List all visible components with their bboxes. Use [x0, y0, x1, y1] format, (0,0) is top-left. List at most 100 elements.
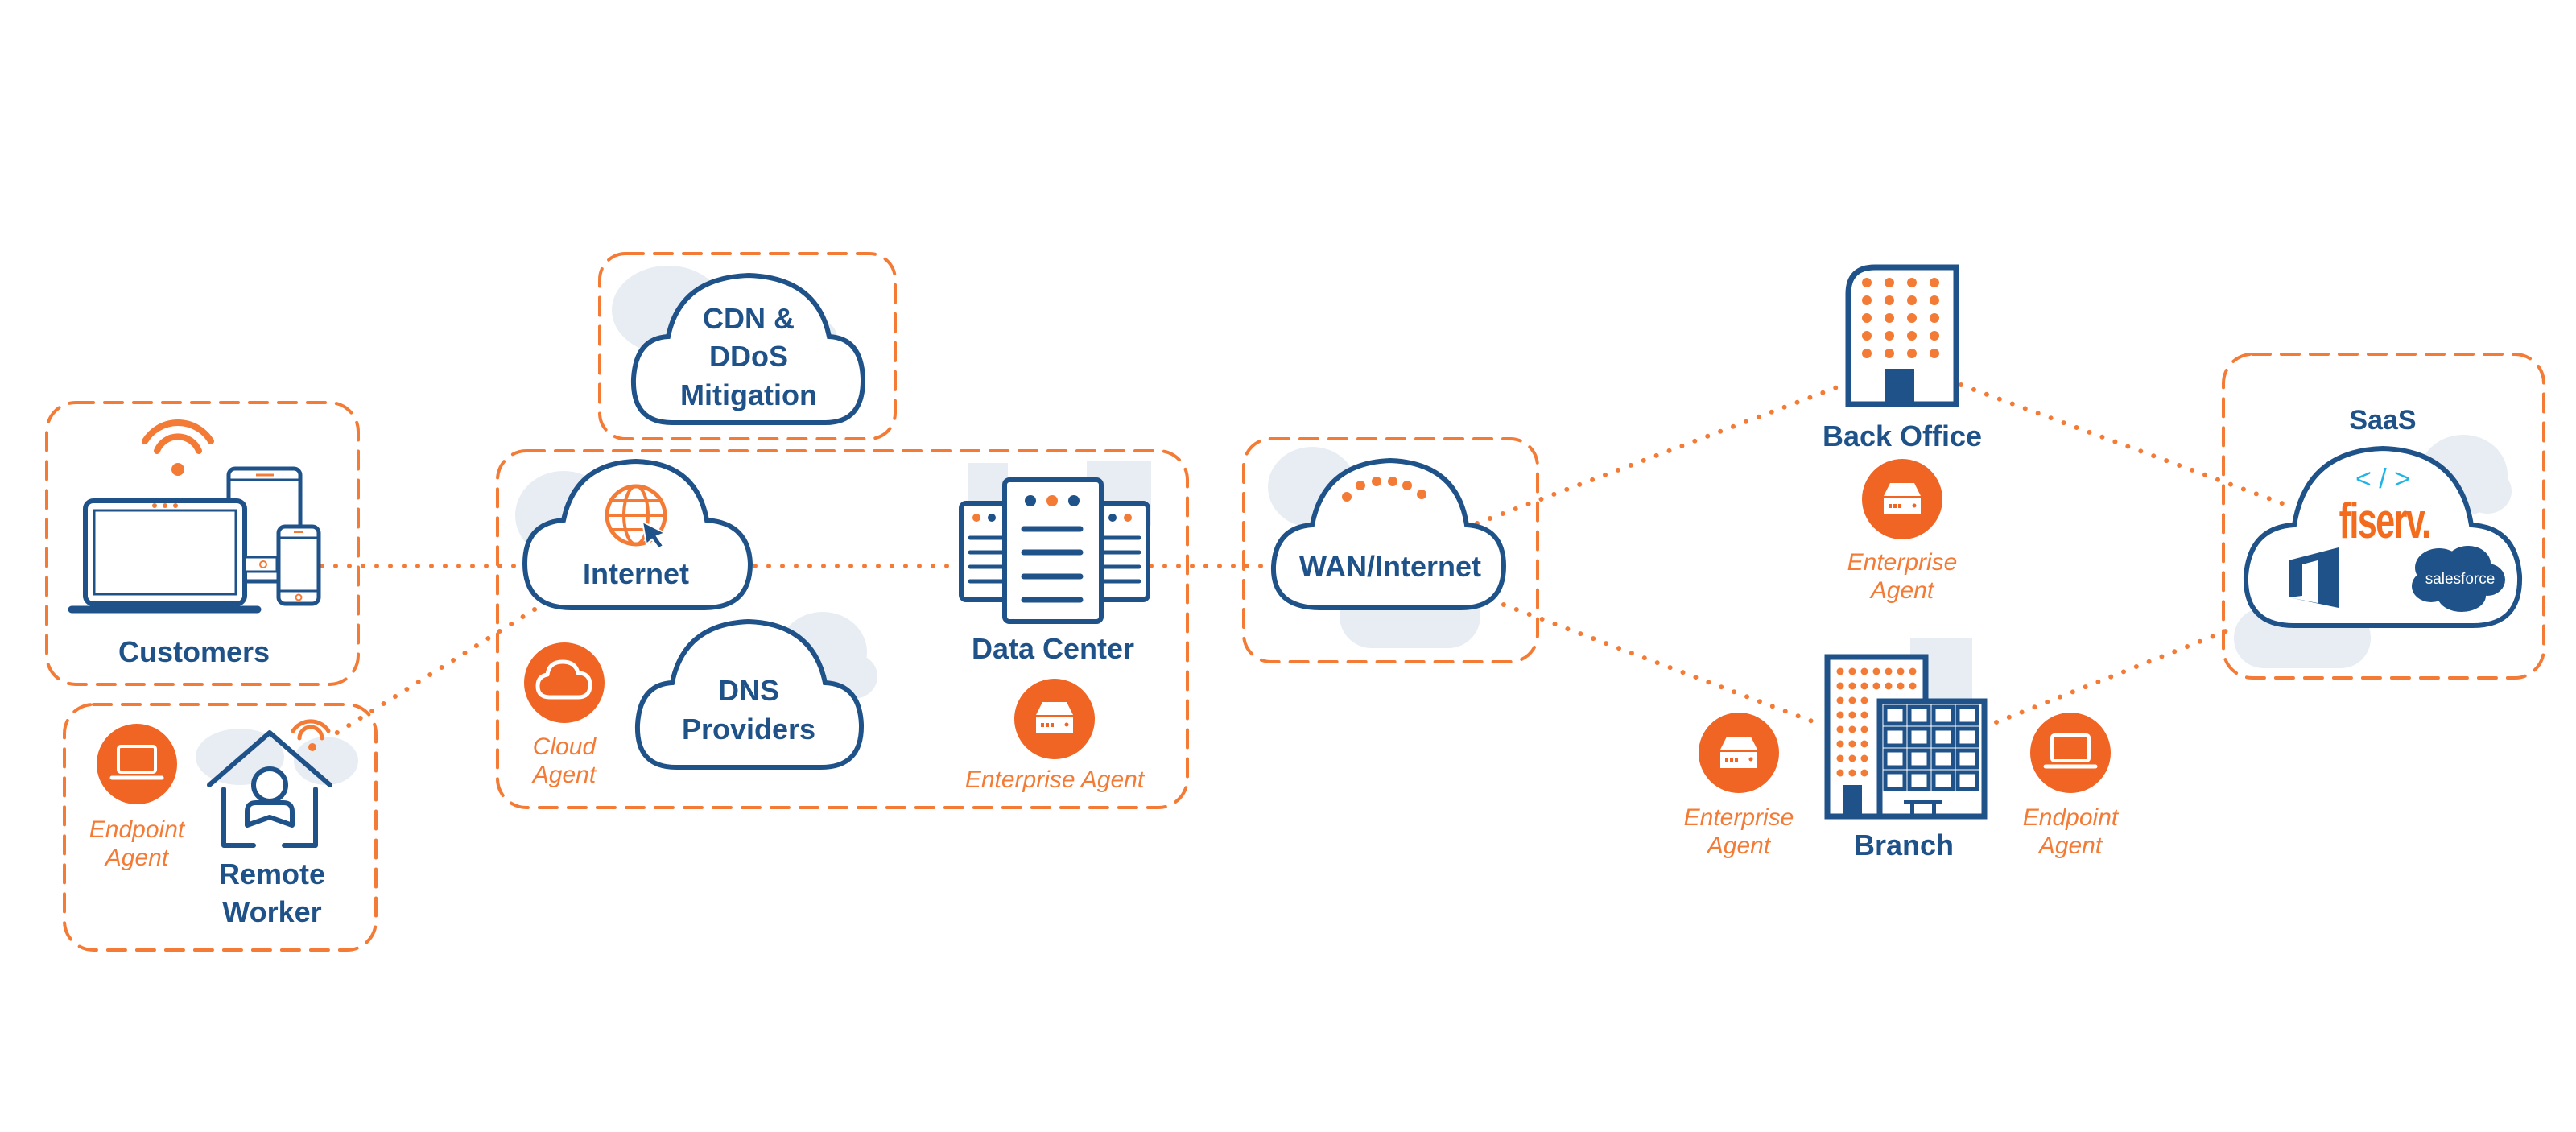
wan-group-box [1242, 437, 1539, 663]
endpoint-agent-branch[interactable]: Endpoint Agent [2023, 713, 2120, 859]
window-dot [1885, 667, 1893, 675]
office-logo-icon [2289, 547, 2339, 608]
window-dot [1862, 313, 1872, 323]
window-pane [1907, 704, 1931, 726]
wan-node[interactable]: WAN/Internet [1268, 447, 1507, 648]
globe-cursor-icon [605, 484, 667, 550]
connector-remote-worker-internet [312, 603, 543, 750]
dns-label-line1: DNS [718, 674, 779, 707]
window-dot [1872, 667, 1880, 675]
window-dot [1860, 725, 1868, 733]
data-center-node[interactable]: Data Center [959, 461, 1151, 665]
window-dot [1860, 754, 1868, 762]
cloud-agent[interactable]: Cloud Agent [524, 642, 605, 788]
cloud-icon [630, 272, 866, 425]
agent-badge [97, 724, 177, 804]
server-rack-icon [959, 477, 1150, 624]
window-pane [1931, 748, 1955, 770]
wifi-icon [142, 419, 214, 476]
window-pane [1883, 770, 1907, 791]
enterprise-agent-datacenter[interactable]: Enterprise Agent [965, 679, 1146, 793]
window-dot [1930, 349, 1939, 358]
laptop-icon [109, 745, 164, 780]
window-dot [1848, 696, 1856, 704]
window-dot [1907, 295, 1917, 305]
endpoint-agent-label-line2: Agent [104, 845, 170, 871]
saas-group-box [2222, 353, 2545, 680]
endpoint-agent-label-line1: Endpoint [2023, 804, 2120, 831]
window-dot [1885, 295, 1894, 305]
window-pane [1931, 770, 1955, 791]
office-building-icon [1845, 264, 1959, 407]
window-pane [1883, 704, 1907, 726]
window-pane [1907, 748, 1931, 770]
connectors [312, 382, 2295, 750]
window-dot [1885, 331, 1894, 341]
window-dot [1930, 331, 1939, 341]
window-dot [1836, 754, 1844, 762]
enterprise-agent-label-line2: Agent [1706, 832, 1772, 859]
window-dot [1862, 295, 1872, 305]
cdn-node[interactable]: CDN & DDoS Mitigation [612, 266, 866, 425]
window-pane [1955, 726, 1979, 748]
window-dots [1836, 667, 1917, 777]
window-dot [1836, 667, 1844, 675]
window-pane [1907, 770, 1931, 791]
window-pane [1931, 726, 1955, 748]
window-dot [1907, 349, 1917, 358]
connector-wan-backoffice [1475, 382, 1846, 526]
wan-label: WAN/Internet [1299, 550, 1481, 583]
saas-node[interactable]: SaaS < / > fiserv. salesforce [2234, 405, 2523, 668]
code-icon: < / > [2355, 464, 2410, 494]
enterprise-agent-branch[interactable]: Enterprise Agent [1684, 713, 1794, 859]
enterprise-agent-label: Enterprise Agent [965, 766, 1146, 793]
window-dot [1909, 682, 1917, 690]
branch-node[interactable]: Branch [1824, 638, 1988, 861]
window-dot [1860, 769, 1868, 777]
remote-worker-node[interactable]: Remote Worker [196, 719, 358, 928]
customers-node[interactable]: Customers [68, 419, 321, 668]
connector-wan-branch [1488, 597, 1823, 727]
back-office-node[interactable]: Back Office [1823, 264, 1982, 452]
window-pane [1955, 770, 1979, 791]
cdn-label-line1: CDN & [703, 302, 795, 335]
remote-worker-label-line1: Remote [219, 857, 325, 890]
window-dot [1848, 740, 1856, 748]
cloud-icon [535, 659, 592, 700]
dns-label-line2: Providers [682, 713, 815, 746]
window-dot [1930, 278, 1939, 287]
customers-label: Customers [118, 635, 270, 668]
window-dot [1907, 313, 1917, 323]
window-dot [1848, 711, 1856, 719]
window-dot [1836, 696, 1844, 704]
window-dot [1836, 725, 1844, 733]
window-dot [1885, 278, 1894, 287]
cdn-label-line2: DDoS [709, 340, 788, 373]
window-dot [1836, 740, 1844, 748]
window-dot [1836, 682, 1844, 690]
enterprise-agent-label-line1: Enterprise [1684, 804, 1794, 831]
endpoint-agent-remote[interactable]: Endpoint Agent [89, 724, 186, 871]
branch-label: Branch [1854, 828, 1954, 861]
window-pane [1883, 748, 1907, 770]
agent-badge [524, 642, 605, 723]
dns-node[interactable]: DNS Providers [634, 612, 877, 770]
cloud-agent-label-line2: Agent [531, 762, 597, 788]
window-dot [1836, 711, 1844, 719]
cloud-icon [634, 618, 865, 770]
enterprise-agent-backoffice[interactable]: Enterprise Agent [1847, 459, 1958, 604]
window-dot [1848, 754, 1856, 762]
window-dot [1862, 278, 1872, 287]
cloud-icon [522, 458, 753, 610]
home-user-icon [207, 730, 332, 848]
laptop-icon [2043, 733, 2098, 769]
internet-node[interactable]: Internet [515, 458, 753, 610]
cloud-icon [1270, 457, 1507, 610]
salesforce-logo-icon: salesforce [2412, 546, 2505, 612]
window-dot [1862, 349, 1872, 358]
window-dot [1860, 696, 1868, 704]
window-dot [1848, 769, 1856, 777]
window-dot [1907, 331, 1917, 341]
window-pane [1931, 704, 1955, 726]
